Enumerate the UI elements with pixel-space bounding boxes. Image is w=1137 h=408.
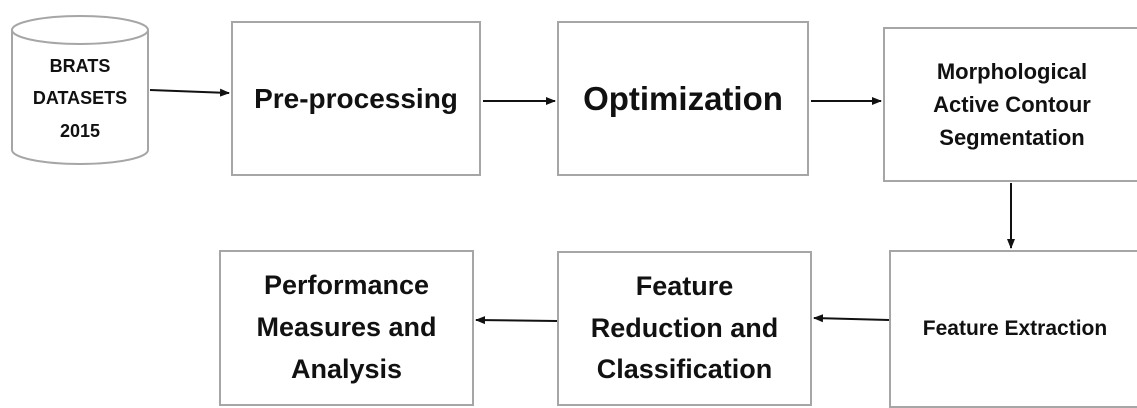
database-label: BRATS DATASETS 2015 — [32, 56, 128, 141]
performance-box: Performance Measures and Analysis — [219, 250, 474, 406]
preprocessing-box: Pre-processing — [231, 21, 481, 176]
arrow-extraction-to-reduction — [813, 314, 890, 323]
feature-extraction-label: Feature Extraction — [922, 317, 1108, 340]
arrow-db-to-preprocessing — [149, 88, 230, 97]
feature-reduction-box: Feature Reduction and Classification — [557, 251, 812, 406]
segmentation-label: Morphological Active Contour Segmentatio… — [933, 59, 1091, 150]
performance-label: Performance Measures and Analysis — [256, 270, 437, 384]
optimization-label: Optimization — [583, 79, 783, 117]
feature-reduction-label: Feature Reduction and Classification — [590, 270, 779, 385]
segmentation-box: Morphological Active Contour Segmentatio… — [883, 27, 1137, 182]
preprocessing-label: Pre-processing — [254, 82, 458, 114]
database-cylinder — [11, 15, 149, 165]
arrow-reduction-to-performance — [475, 316, 558, 325]
optimization-box: Optimization — [557, 21, 809, 176]
